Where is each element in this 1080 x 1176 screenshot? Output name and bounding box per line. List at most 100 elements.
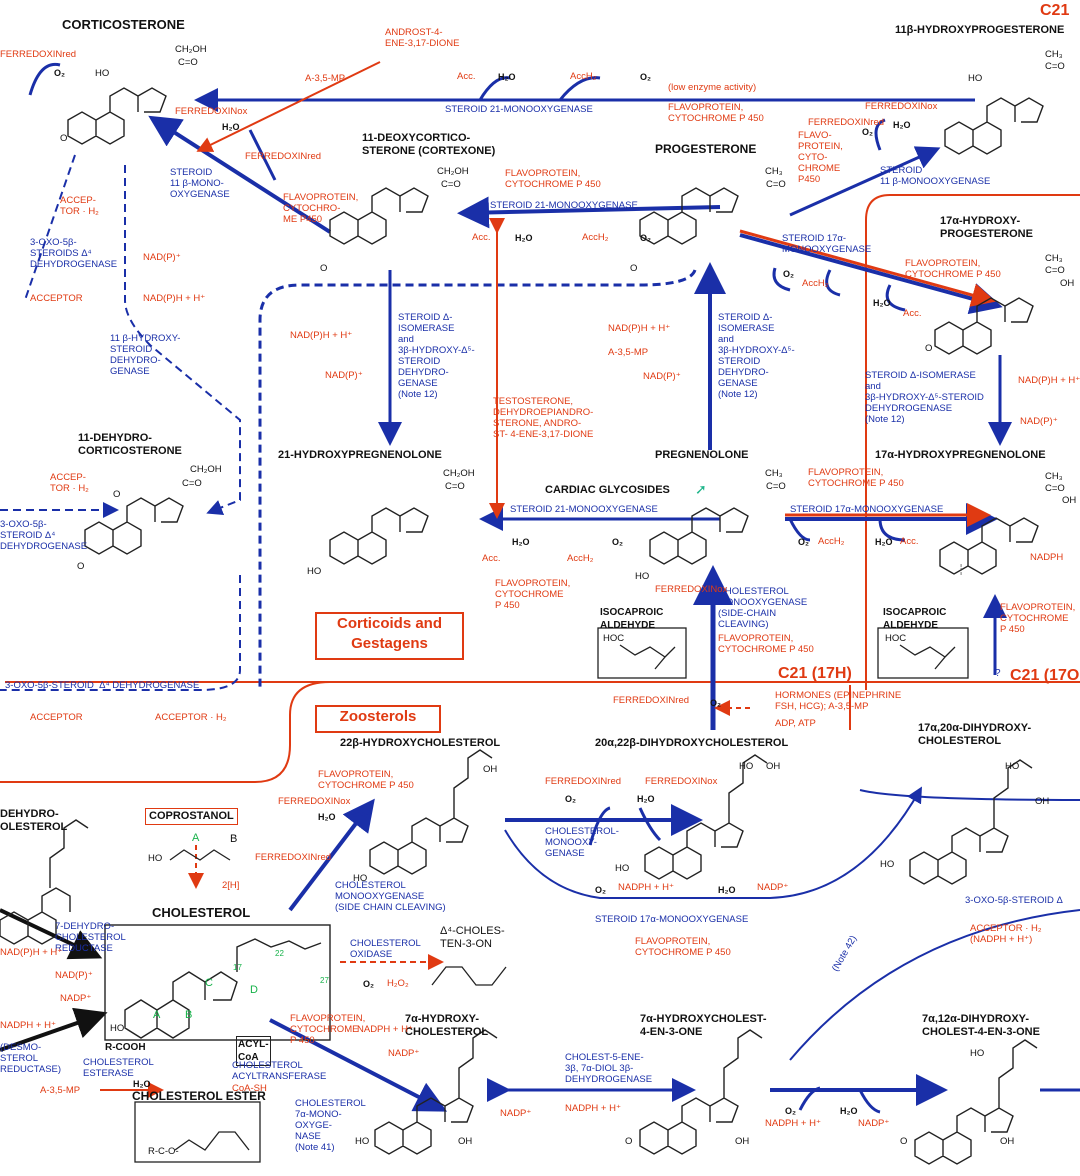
coprostanol-ring-a: A	[192, 832, 200, 844]
compound-acyl-coa: ACYL- CoA	[236, 1036, 271, 1066]
label-ho-12: HO	[355, 1136, 370, 1147]
label-ch3-4: CH₃	[765, 468, 783, 479]
cofactor-fp-p450-c: FLAVOPROTEIN, CYTOCHROME P 450	[495, 578, 571, 611]
cofactor-o2-3: O₂	[640, 233, 651, 243]
label-ho-5: HO	[739, 761, 754, 772]
enzyme-s11b-left: STEROID 11 β-MONO- OXYGENASE	[170, 167, 230, 200]
compound-20a22b-dihydroxycholesterol: 20α,22β-DIHYDROXYCHOLESTEROL	[595, 737, 789, 749]
main-reaction-arrows	[148, 88, 1080, 1112]
section-c21-17h-label: C21 (17H)	[778, 665, 852, 682]
compound-deoxycorticosterone: 11-DEOXYCORTICO- STERONE (CORTEXONE)	[362, 132, 496, 157]
cofactor-nadp-10: NADP⁺	[858, 1118, 890, 1129]
cofactor-ferredoxin-ox-5: FERREDOXINox	[645, 776, 718, 787]
cofactor-nadph-5: NAD(P)H + H⁺	[0, 947, 63, 958]
enzyme-isomerase-1: STEROID Δ- ISOMERASE and 3β-HYDROXY-Δ⁵- …	[398, 312, 475, 400]
section-corticoids-label: Corticoids and Gestagens	[315, 612, 464, 660]
cofactor-a35mp-2: A-3,5-MP	[608, 347, 649, 358]
label-ho-8: HO	[615, 863, 630, 874]
cofactor-acch2-1: AccH₂	[570, 71, 597, 82]
cofactor-h2o-5: H₂O	[875, 537, 893, 547]
compound-17a-hydroxypregnenolone: 17α-HYDROXYPREGNENOLONE	[875, 449, 1046, 461]
cofactor-fp-p450-g: FLAVOPROTEIN, CYTOCHROME P 450	[635, 936, 731, 958]
label-r-coo: R-C-O-	[148, 1146, 179, 1157]
label-oh-7: OH	[735, 1136, 750, 1147]
cofactor-ferredoxin-red-5: FERREDOXINred	[255, 852, 332, 863]
dashed-connector-icon: ┆	[958, 565, 965, 576]
cofactor-nadp-8: NADP⁺	[388, 1048, 420, 1059]
label-ch3-2: CH₃	[1045, 49, 1063, 60]
label-ch3-5: CH₃	[1045, 471, 1063, 482]
enzyme-11b-hsd: 11 β-HYDROXY- STEROID DEHYDRO- GENASE	[110, 333, 181, 377]
enzyme-chol-esterase: CHOLESTEROL ESTERASE	[83, 1057, 154, 1079]
enzyme-s21-mid: STEROID 21-MONOOXYGENASE	[490, 200, 638, 211]
enzyme-s17a-top: STEROID 17α- MONOOXYGENASE	[782, 233, 872, 255]
label-co-2: C=O	[441, 179, 461, 190]
cofactor-fp-p450-e: FLAVOPROTEIN, CYTOCHROME P 450	[808, 467, 904, 489]
label-oh-6: OH	[458, 1136, 473, 1147]
cofactor-testosterone: TESTOSTERONE, DEHYDROEPIANDRO- STERONE, …	[493, 396, 594, 440]
label-co-6: C=O	[182, 478, 202, 489]
cofactor-2h: 2[H]	[222, 880, 240, 891]
cofactor-ferredoxin-red-1: FERREDOXINred	[0, 49, 77, 60]
enzyme-oxo5b-1: 3-OXO-5β- STEROIDS Δ⁴ DEHYDROGENASE	[30, 237, 118, 270]
compound-17a20a-dihydroxycholesterol: 17α,20α-DIHYDROXY- CHOLESTEROL	[918, 722, 1032, 747]
enzyme-chol-oxidase: CHOLESTEROL OXIDASE	[350, 938, 421, 960]
cofactor-fp-p450-top: FLAVOPROTEIN, CYTOCHROME P 450	[668, 102, 764, 124]
cofactor-acc-2: Acc.	[472, 232, 491, 243]
label-o-7: O	[625, 1136, 633, 1147]
cofactor-acch2-2: AccH₂	[582, 232, 609, 243]
cofactor-nadp-7: NADP⁺	[757, 882, 789, 893]
cofactor-acc-4: Acc.	[900, 536, 919, 547]
atom-number-17: 17	[233, 963, 242, 972]
cholesterol-skeleton	[124, 938, 322, 1039]
cofactor-fp-p450-b: FLAVOPROTEIN, CYTOCHRO- ME P450	[283, 192, 359, 225]
cofactor-fp-p450-mid: FLAVOPROTEIN, CYTOCHROME P 450	[505, 168, 601, 190]
enzyme-desmosterol-reductase: (DESMO- STEROL REDUCTASE)	[0, 1042, 62, 1075]
cofactor-a35mp-1: A-3,5-MP	[305, 73, 346, 84]
cofactor-hormones: HORMONES (EPINEPHRINE FSH, HCG); A-3,5-M…	[775, 690, 902, 712]
label-ho-11: HO	[110, 1023, 125, 1034]
cofactor-ferredoxin-red-3: FERREDOXINred	[808, 117, 885, 128]
enzyme-oxo5b-3: 3-OXO-5β-STEROID Δ⁴ DEHYDROGENASE	[5, 680, 200, 691]
black-arrows	[0, 908, 108, 1052]
isocaproic-box-1	[597, 627, 687, 679]
enzyme-chol-side-chain-2: CHOLESTEROL MONOOXYGENASE (SIDE CHAIN CL…	[335, 880, 446, 913]
cofactor-o2-9: O₂	[785, 1106, 796, 1116]
enzyme-s17a-low: STEROID 17α-MONOOXYGENASE	[595, 914, 749, 925]
cofactor-h2o-12: H₂O	[873, 298, 891, 308]
label-co-3: C=O	[766, 179, 786, 190]
cofactor-nadp-5: NAD(P)⁺	[55, 970, 93, 981]
cofactor-ferredoxin-red-4: FERREDOXINred	[613, 695, 690, 706]
cofactor-h2o-1: H₂O	[222, 122, 240, 132]
enzyme-dehydrochol-reductase: 7-DEHYDRO- CHOLESTEROL REDUCTASE	[55, 921, 126, 954]
label-ho-2: HO	[968, 73, 983, 84]
cofactor-nadp-3: NAD(P)⁺	[643, 371, 681, 382]
compound-17a-hydroxyprogesterone: 17α-HYDROXY- PROGESTERONE	[940, 215, 1033, 240]
question-mark-icon: ?	[995, 668, 1001, 679]
compound-r-cooh: R-COOH	[105, 1042, 146, 1053]
label-co-1: C=O	[178, 57, 198, 68]
compound-pregnenolone: PREGNENOLONE	[655, 449, 749, 461]
cofactor-o2-2: O₂	[640, 72, 651, 82]
label-oh-4: OH	[766, 761, 781, 772]
cholestenone-chain	[431, 966, 507, 986]
compound-progesterone: PROGESTERONE	[655, 142, 757, 156]
cofactor-ferredoxin-ox-2: FERREDOXINox	[865, 101, 938, 112]
label-ch3-1: CH₃	[765, 166, 783, 177]
cofactor-nadp-4: NAD(P)⁺	[1020, 416, 1058, 427]
section-c21-top-label: C21	[1040, 2, 1070, 19]
cofactor-nadph-6: NADPH + H⁺	[0, 1020, 56, 1031]
compound-dehydrocholesterol: DEHYDRO- OLESTEROL	[0, 808, 68, 833]
enzyme-oxo5b-2: 3-OXO-5β- STEROID Δ⁴ DEHYDROGENASE	[0, 519, 88, 552]
up-arrow-icon: ➚	[695, 481, 707, 497]
label-co-5: C=O	[1045, 265, 1065, 276]
label-oh-1: OH	[1060, 278, 1075, 289]
cofactor-o2-4: O₂	[612, 537, 623, 547]
cofactor-o2-8: O₂	[363, 979, 374, 989]
compound-11b-hydroxyprogesterone: 11β-HYDROXYPROGESTERONE	[895, 24, 1065, 36]
cofactor-nadp-2: NAD(P)⁺	[325, 370, 363, 381]
cofactor-nadph-8: NADPH + H⁺	[357, 1024, 413, 1035]
ring-label-d: D	[250, 984, 258, 996]
label-oh-2: OH	[1062, 495, 1077, 506]
